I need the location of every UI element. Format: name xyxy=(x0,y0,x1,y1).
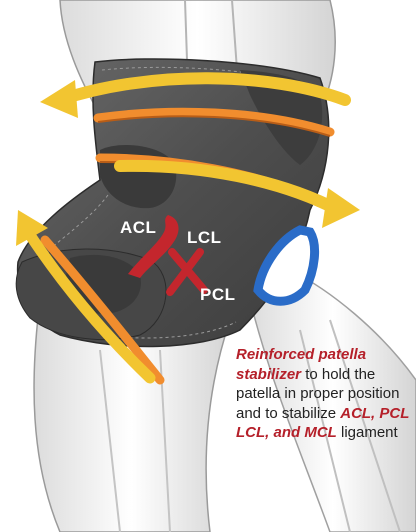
shin xyxy=(33,299,232,532)
lower-leg-back xyxy=(249,269,416,532)
strap-lower xyxy=(40,235,165,385)
pcl-label: PCL xyxy=(200,285,236,304)
caption-line-1: Reinforced patella xyxy=(236,346,367,363)
acl-ligament xyxy=(128,215,179,278)
lcl-label: LCL xyxy=(187,228,222,247)
compression-arrow-left xyxy=(16,210,156,384)
strap-upper-shadow xyxy=(97,115,331,137)
caption-line-2: stabilizer to hold the xyxy=(236,365,376,383)
feature-caption: Reinforced patella stabilizer to hold th… xyxy=(236,345,416,443)
pcl-ligament xyxy=(166,248,208,296)
compression-arrow-middle xyxy=(114,159,360,228)
caption-line-3: patella in proper position xyxy=(236,385,400,402)
caption-line-5: LCL, and MCL ligament xyxy=(236,424,398,441)
caption-line-4: and to stabilize ACL, PCL xyxy=(236,404,410,422)
acl-label: ACL xyxy=(120,218,157,237)
compression-arrow-top xyxy=(40,72,351,118)
lower-leg-back-bone xyxy=(299,319,401,532)
patella-ring xyxy=(253,225,320,306)
strap-upper xyxy=(93,107,335,137)
